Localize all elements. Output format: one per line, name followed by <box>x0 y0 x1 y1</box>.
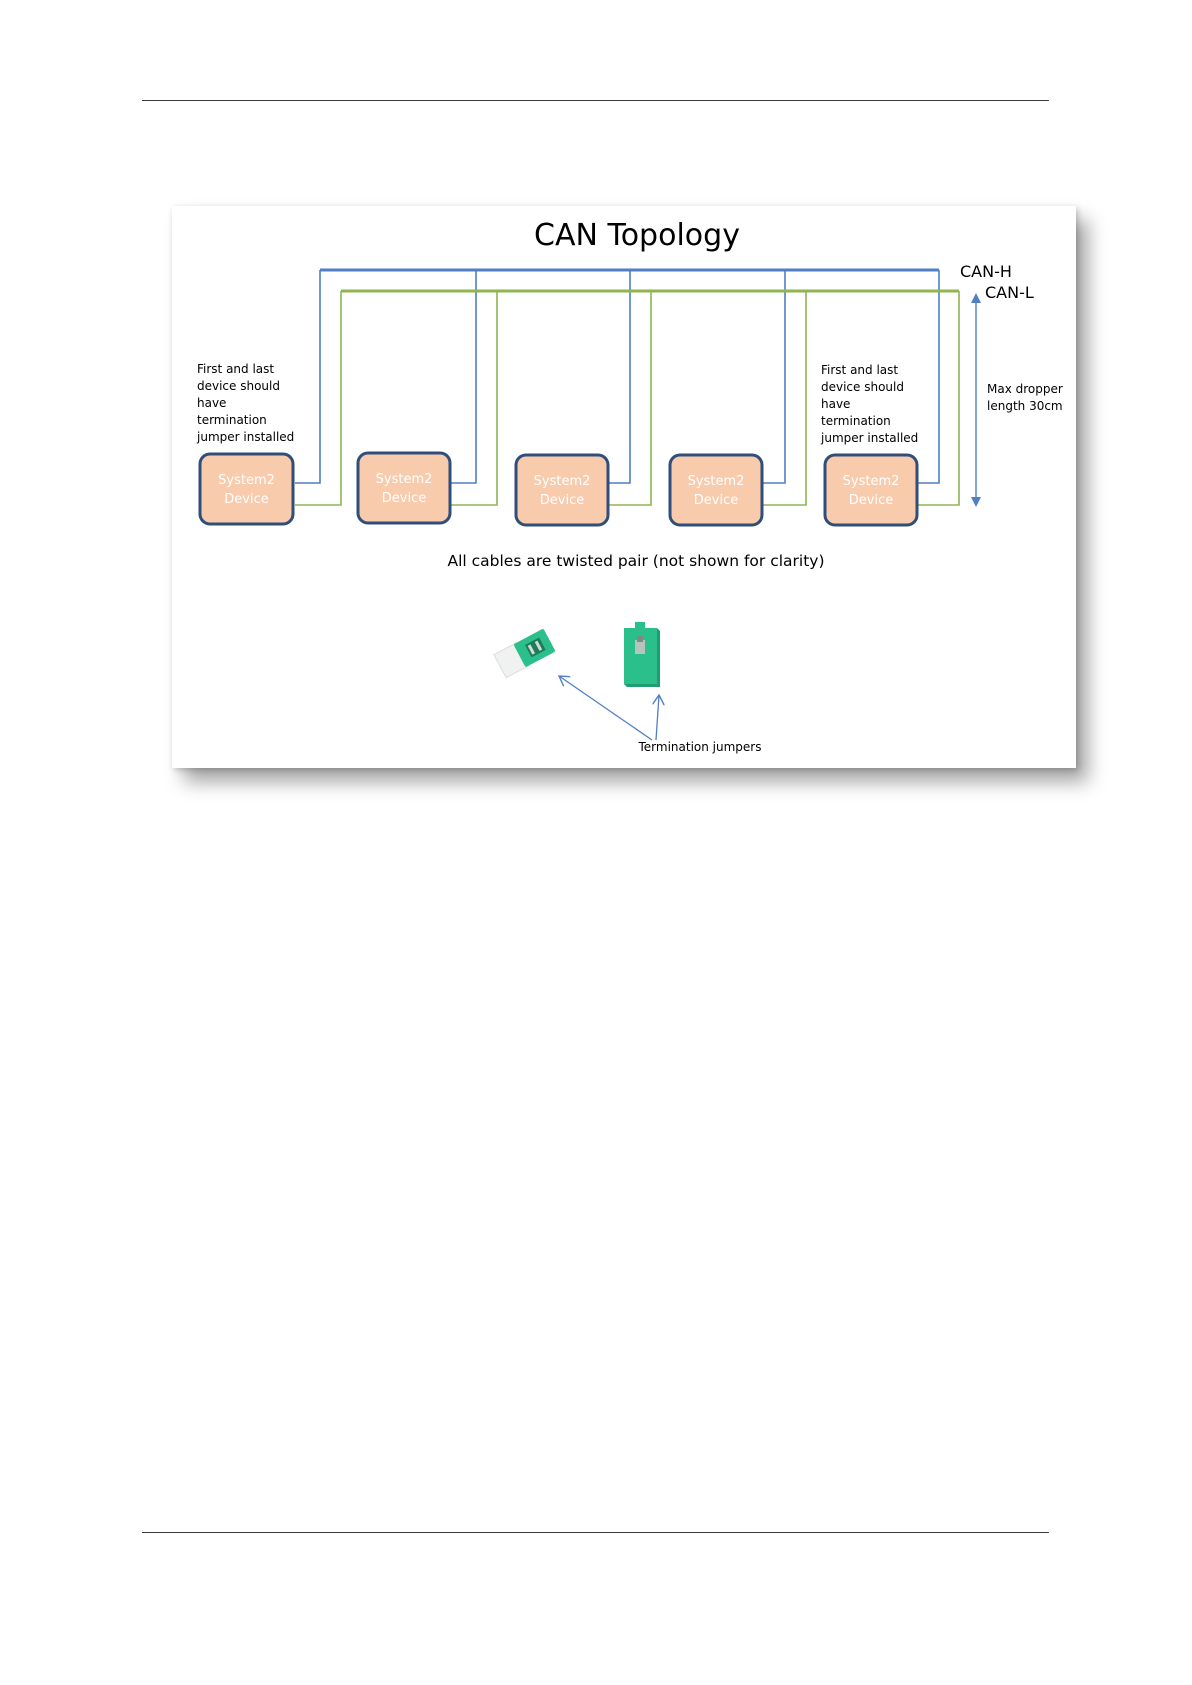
jumper-photo-angled <box>494 628 556 677</box>
diagram-title: CAN Topology <box>534 218 740 253</box>
device-label-line2: Device <box>694 493 738 508</box>
dropper-note: Max dropper length 30cm <box>987 382 1067 413</box>
jumper-caption: Termination jumpers <box>638 740 762 754</box>
device-label-line1: System2 <box>688 474 745 489</box>
device-label-line2: Device <box>224 492 268 507</box>
device-2: System2 Device <box>358 453 450 523</box>
device-label-line2: Device <box>849 493 893 508</box>
footer-rule <box>142 1532 1049 1533</box>
can-l-label: CAN-L <box>985 283 1034 302</box>
device-label-line1: System2 <box>534 474 591 489</box>
device-label-line1: System2 <box>376 472 433 487</box>
device-label-line2: Device <box>540 493 584 508</box>
device-1: System2 Device <box>200 454 293 524</box>
note-first-device: First and last device should have termin… <box>196 362 294 444</box>
can-topology-figure: CAN Topology CAN-H CAN-L First and last … <box>172 206 1076 768</box>
device-3: System2 Device <box>516 455 608 525</box>
cable-note: All cables are twisted pair (not shown f… <box>447 552 824 570</box>
device-5: System2 Device <box>825 455 917 525</box>
device-label-line1: System2 <box>843 474 900 489</box>
device-label-line2: Device <box>382 491 426 506</box>
jumper-arrow-right <box>656 695 659 740</box>
note-last-device: First and last device should have termin… <box>820 363 918 445</box>
jumper-photo-upright <box>624 622 660 687</box>
header-rule <box>142 100 1049 101</box>
device-4: System2 Device <box>670 455 762 525</box>
topology-diagram: CAN Topology CAN-H CAN-L First and last … <box>172 206 1076 768</box>
device-label-line1: System2 <box>218 473 275 488</box>
can-h-label: CAN-H <box>960 262 1012 281</box>
